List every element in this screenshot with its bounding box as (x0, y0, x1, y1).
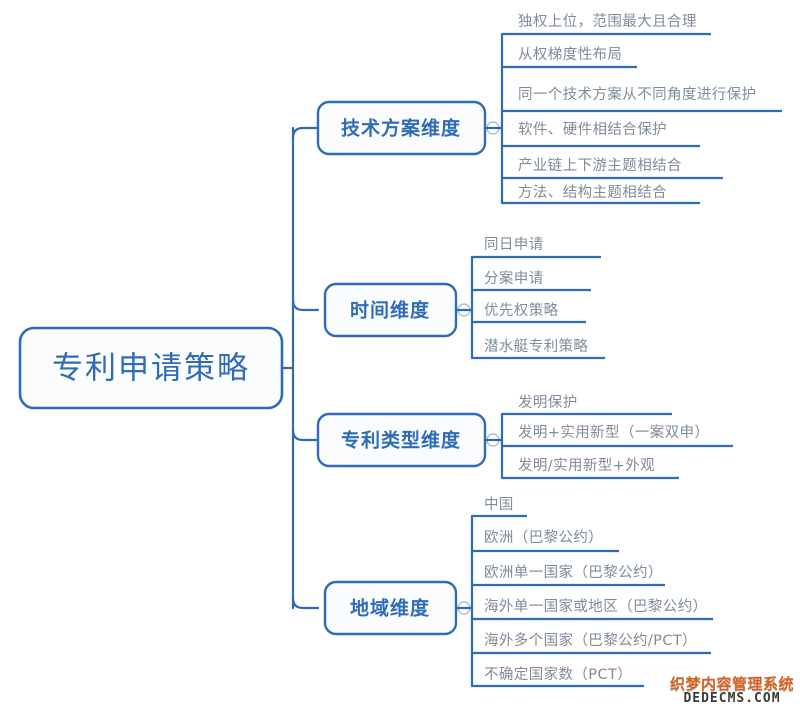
watermark-en: DEDECMS.COM (683, 691, 781, 707)
branch-2-leaf-connectors (454, 255, 605, 360)
watermark: 织梦内容管理系统 DEDECMS.COM (669, 674, 794, 707)
leaf-item[interactable]: 产业链上下游主题相结合 (518, 157, 682, 174)
branch-node-3[interactable]: 专利类型维度 (316, 412, 500, 468)
edge-to-branch-2 (291, 298, 320, 312)
leaf-item[interactable]: 海外多个国家（巴黎公约/PCT） (484, 632, 697, 649)
leaf-item[interactable]: 分案申请 (484, 269, 544, 287)
edge-to-branch-4 (291, 596, 320, 610)
branch-node-3-label: 专利类型维度 (341, 429, 461, 452)
leaf-item[interactable]: 优先权策略 (484, 302, 559, 319)
leaf-item[interactable]: 欧洲（巴黎公约） (484, 529, 603, 546)
leaf-item[interactable]: 发明保护 (518, 394, 578, 411)
root-node[interactable]: 专利申请策略 (18, 326, 284, 410)
root-node-label: 专利申请策略 (52, 351, 250, 387)
trunk-edges (280, 126, 320, 610)
branch-2-leaves: 同日申请 分案申请 优先权策略 潜水艇专利策略 (484, 236, 588, 355)
leaf-item[interactable]: 发明+实用新型（一案双申） (518, 423, 709, 441)
branch-1-leaf-connectors (483, 32, 782, 205)
leaf-item[interactable]: 同一个技术方案从不同角度进行保护 (518, 85, 756, 103)
leaf-item[interactable]: 同日申请 (484, 236, 544, 253)
leaf-item[interactable]: 海外单一国家或地区（巴黎公约） (484, 598, 708, 615)
edge-to-branch-3 (291, 428, 320, 442)
leaf-item[interactable]: 潜水艇专利策略 (484, 338, 588, 355)
branch-1-leaves: 独权上位，范围最大且合理 从权梯度性布局 同一个技术方案从不同角度进行保护 软件… (518, 13, 756, 201)
branch-node-2-label: 时间维度 (350, 299, 430, 322)
leaf-item[interactable]: 发明/实用新型+外观 (518, 457, 655, 474)
leaf-item[interactable]: 从权梯度性布局 (518, 46, 622, 63)
leaf-item[interactable]: 不确定国家数（PCT） (484, 666, 632, 683)
branch-node-4[interactable]: 地域维度 (323, 580, 471, 636)
edge-to-branch-1 (291, 126, 320, 140)
leaf-item[interactable]: 软件、硬件相结合保护 (518, 121, 667, 138)
branch-node-1[interactable]: 技术方案维度 (316, 100, 500, 156)
leaf-item[interactable]: 独权上位，范围最大且合理 (518, 13, 697, 30)
branch-4-leaf-connectors (454, 514, 713, 688)
branch-4-leaves: 中国 欧洲（巴黎公约） 欧洲单一国家（巴黎公约） 海外单一国家或地区（巴黎公约）… (484, 496, 708, 683)
leaf-item[interactable]: 方法、结构主题相结合 (518, 184, 667, 201)
leaf-item[interactable]: 欧洲单一国家（巴黎公约） (484, 564, 663, 581)
leaf-item[interactable]: 中国 (484, 496, 514, 513)
branch-node-2[interactable]: 时间维度 (323, 282, 471, 338)
branch-3-leaves: 发明保护 发明+实用新型（一案双申） 发明/实用新型+外观 (518, 394, 709, 474)
branch-node-1-label: 技术方案维度 (341, 117, 461, 140)
branch-3-leaf-connectors (483, 412, 733, 480)
branch-node-4-label: 地域维度 (350, 597, 430, 620)
watermark-cn: 织梦内容管理系统 (669, 674, 794, 693)
